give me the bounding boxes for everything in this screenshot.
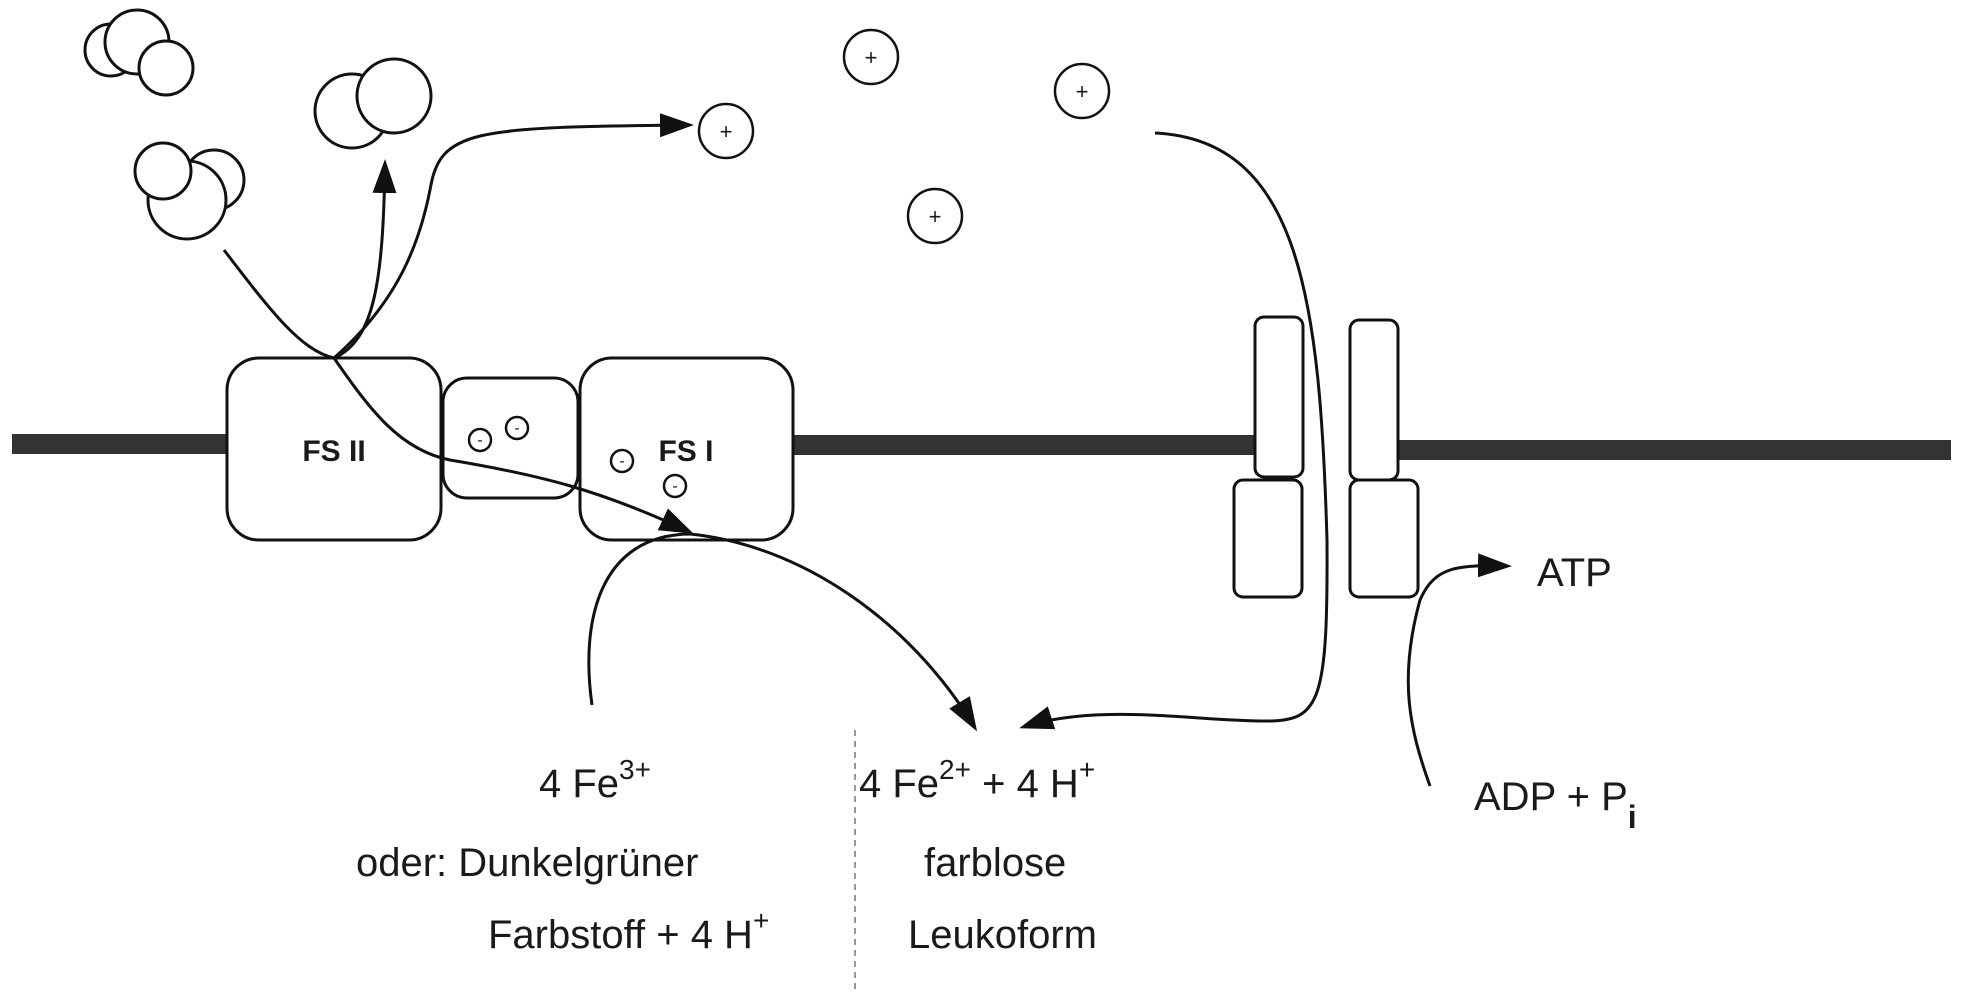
proton-release-arrow: [333, 113, 694, 360]
proton: +: [842, 28, 900, 86]
proton: +: [1053, 62, 1111, 120]
photosystem-1-label: FS I: [658, 435, 713, 468]
svg-text:+: +: [1076, 79, 1089, 104]
water-molecule: [83, 8, 195, 97]
svg-text:+: +: [865, 45, 878, 70]
svg-text:-: -: [477, 432, 482, 449]
water-molecule: [133, 141, 246, 241]
atp-synthesis-arrow: [1406, 553, 1512, 787]
proton-uptake-arrow: [1019, 131, 1329, 730]
atp-synthase: [1232, 315, 1420, 599]
electron: -: [467, 427, 493, 453]
fe2-label: 4 Fe2+ + 4 H+: [859, 754, 1095, 806]
electron-transport-arrow: [332, 357, 694, 534]
water-molecule: [313, 57, 433, 150]
oxygen-release-arrow: [333, 159, 397, 360]
proton: +: [697, 102, 755, 160]
electron: -: [662, 473, 688, 499]
dye-proton-label: Farbstoff + 4 H+: [488, 905, 769, 957]
thylakoid-membrane: [12, 434, 1951, 460]
photosystem-2: FS II: [225, 356, 443, 542]
electron: -: [609, 448, 635, 474]
atp-label: ATP: [1537, 551, 1612, 595]
svg-text:-: -: [672, 478, 677, 495]
photosystem-2-label: FS II: [302, 435, 365, 468]
electron-to-acceptor-arrow: [587, 532, 978, 732]
svg-text:+: +: [929, 204, 942, 229]
proton: +: [906, 187, 964, 245]
leuko-form-label: Leukoform: [908, 913, 1097, 957]
fe3-label: 4 Fe3+: [539, 754, 651, 806]
svg-text:+: +: [720, 119, 733, 144]
photosystem-1: FS I: [578, 356, 795, 542]
svg-text:-: -: [619, 453, 624, 470]
adp-label: ADP + Pi: [1474, 775, 1637, 835]
svg-text:-: -: [514, 420, 519, 437]
electron: -: [504, 415, 530, 441]
water-splitting-arrow: [222, 249, 335, 360]
colorless-label: farblose: [924, 841, 1066, 885]
dark-green-dye-label: oder: Dunkelgrüner: [356, 841, 698, 885]
